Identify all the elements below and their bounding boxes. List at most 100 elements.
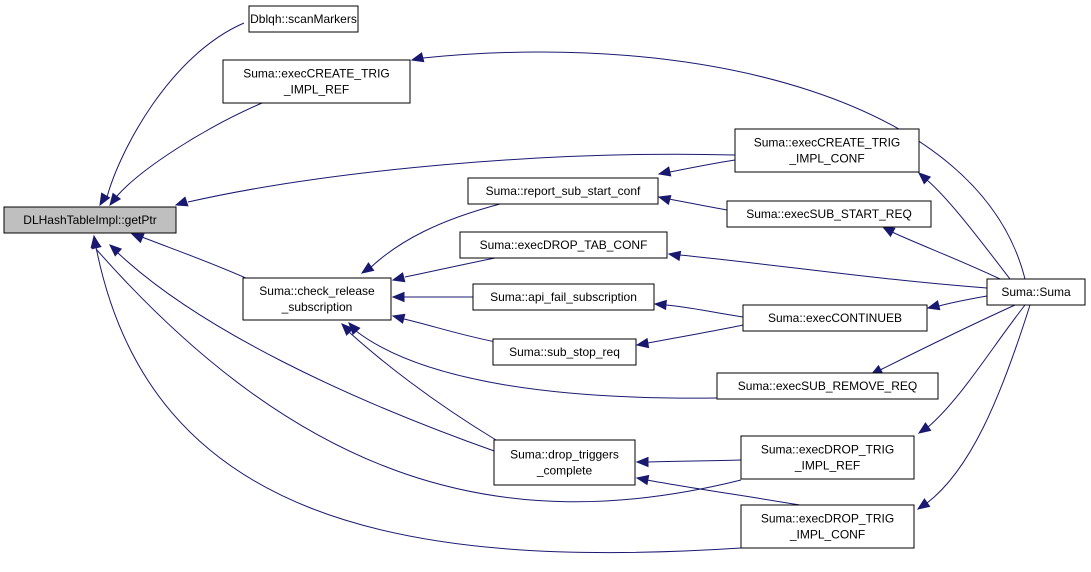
arrowhead	[916, 498, 931, 510]
edge-suma-edtc	[667, 250, 988, 289]
node-label: Suma::api_fail_subscription	[490, 290, 637, 304]
node-ectc[interactable]: Suma::execCREATE_TRIG_IMPL_CONF	[734, 128, 920, 173]
edge-line	[116, 102, 263, 197]
edge-ecb-afs	[653, 299, 744, 318]
node-afs[interactable]: Suma::api_fail_subscription	[472, 283, 655, 311]
edge-edtr-dtc	[635, 456, 742, 468]
arrowhead	[391, 291, 405, 303]
node-essr[interactable]: Suma::execSUB_START_REQ	[726, 200, 932, 228]
node-label: Suma::Suma	[1001, 285, 1071, 299]
arrowhead	[635, 337, 650, 349]
edge-line	[106, 22, 245, 198]
node-box	[740, 435, 915, 480]
node-scm[interactable]: Dblqh::scanMarkers	[248, 5, 359, 33]
arrowhead	[90, 234, 101, 249]
node-ssr[interactable]: Suma::sub_stop_req	[492, 338, 637, 366]
edge-scm-gp	[99, 22, 245, 207]
edge-line	[141, 236, 249, 280]
edge-line	[355, 330, 718, 399]
arrowhead	[109, 192, 122, 207]
node-label: Suma::execCREATE_TRIG	[243, 67, 389, 81]
node-rssc[interactable]: Suma::report_sub_start_conf	[467, 177, 659, 205]
node-box	[242, 277, 392, 321]
arrowhead	[410, 52, 425, 63]
node-label: _IMPL_REF	[283, 83, 349, 97]
node-box	[986, 278, 1086, 306]
node-edtcf[interactable]: Suma::execDROP_TRIG_IMPL_CONF	[740, 504, 915, 549]
node-box	[492, 338, 637, 366]
edge-ectc-rssc	[657, 159, 736, 177]
arrowhead	[667, 250, 682, 262]
arrowhead	[174, 196, 189, 207]
edge-line	[404, 256, 501, 278]
edge-line	[422, 51, 1026, 280]
edge-essr-rssc	[657, 194, 728, 211]
edge-line	[369, 203, 501, 269]
edge-line	[95, 246, 742, 554]
node-box	[3, 206, 177, 234]
node-label: _complete	[536, 464, 593, 478]
node-edtr[interactable]: Suma::execDROP_TRIG_IMPL_REF	[740, 435, 915, 480]
node-label: Suma::drop_triggers	[510, 448, 619, 462]
edge-edtcf-gp	[90, 234, 742, 554]
edge-ecb-ssr	[635, 324, 744, 349]
edge-dtc-gp	[109, 244, 498, 453]
edge-line	[668, 198, 728, 211]
edge-rssc-crs	[360, 203, 501, 274]
edge-line	[646, 479, 801, 506]
node-label: Suma::execSUB_REMOVE_REQ	[738, 379, 917, 393]
arrowhead	[926, 300, 941, 311]
edge-suma-ectc	[918, 172, 1011, 280]
node-label: Dblqh::scanMarkers	[250, 12, 357, 26]
edge-edtc-crs	[391, 256, 501, 283]
arrowhead	[635, 456, 649, 468]
arrowhead	[917, 422, 932, 434]
node-label: Suma::execCREATE_TRIG	[754, 136, 900, 150]
edge-line	[926, 304, 1031, 504]
edge-line	[647, 459, 742, 463]
node-esrr[interactable]: Suma::execSUB_REMOVE_REQ	[716, 372, 939, 400]
node-label: Suma::execCONTINUEB	[768, 311, 902, 325]
edge-ssr-crs	[391, 313, 497, 343]
node-ectr[interactable]: Suma::execCREATE_TRIG_IMPL_REF	[222, 59, 411, 104]
node-suma[interactable]: Suma::Suma	[986, 278, 1086, 306]
node-box	[716, 372, 939, 400]
node-box	[742, 304, 928, 332]
edge-line	[187, 153, 736, 203]
arrowhead	[657, 194, 672, 206]
node-dtc[interactable]: Suma::drop_triggers_complete	[493, 439, 636, 486]
arrowhead	[130, 233, 145, 244]
edge-line	[647, 324, 744, 344]
arrowhead	[109, 244, 123, 257]
arrowhead	[360, 262, 375, 274]
edge-crs-gp	[130, 233, 249, 280]
node-label: Suma::execSUB_START_REQ	[746, 207, 912, 221]
edge-line	[926, 304, 1026, 429]
node-box	[467, 177, 659, 205]
node-box	[459, 231, 668, 259]
arrowhead	[391, 313, 406, 324]
edge-line	[95, 248, 742, 503]
node-ecb[interactable]: Suma::execCONTINUEB	[742, 304, 928, 332]
arrowhead	[918, 172, 932, 185]
node-crs[interactable]: Suma::check_release_subscription	[242, 277, 392, 321]
arrowhead	[341, 323, 354, 336]
node-box	[222, 59, 411, 104]
graph-nodes: DLHashTableImpl::getPtr Dblqh::scanMarker…	[3, 5, 1086, 549]
node-label: Suma::sub_stop_req	[509, 345, 620, 359]
arrowhead	[99, 192, 111, 207]
edge-line	[926, 179, 1011, 280]
node-label: Suma::check_release	[259, 284, 375, 298]
edge-ectr-gp	[109, 102, 263, 207]
node-edtc[interactable]: Suma::execDROP_TAB_CONF	[459, 231, 668, 259]
node-label: Suma::execDROP_TRIG	[761, 443, 894, 457]
node-box	[726, 200, 932, 228]
edge-line	[879, 304, 1016, 371]
edge-line	[938, 295, 988, 307]
edge-afs-crs	[391, 291, 473, 303]
node-label: Suma::execDROP_TRIG	[761, 512, 894, 526]
arrowhead	[881, 226, 896, 238]
node-gp[interactable]: DLHashTableImpl::getPtr	[3, 206, 177, 234]
arrowhead	[653, 299, 667, 311]
